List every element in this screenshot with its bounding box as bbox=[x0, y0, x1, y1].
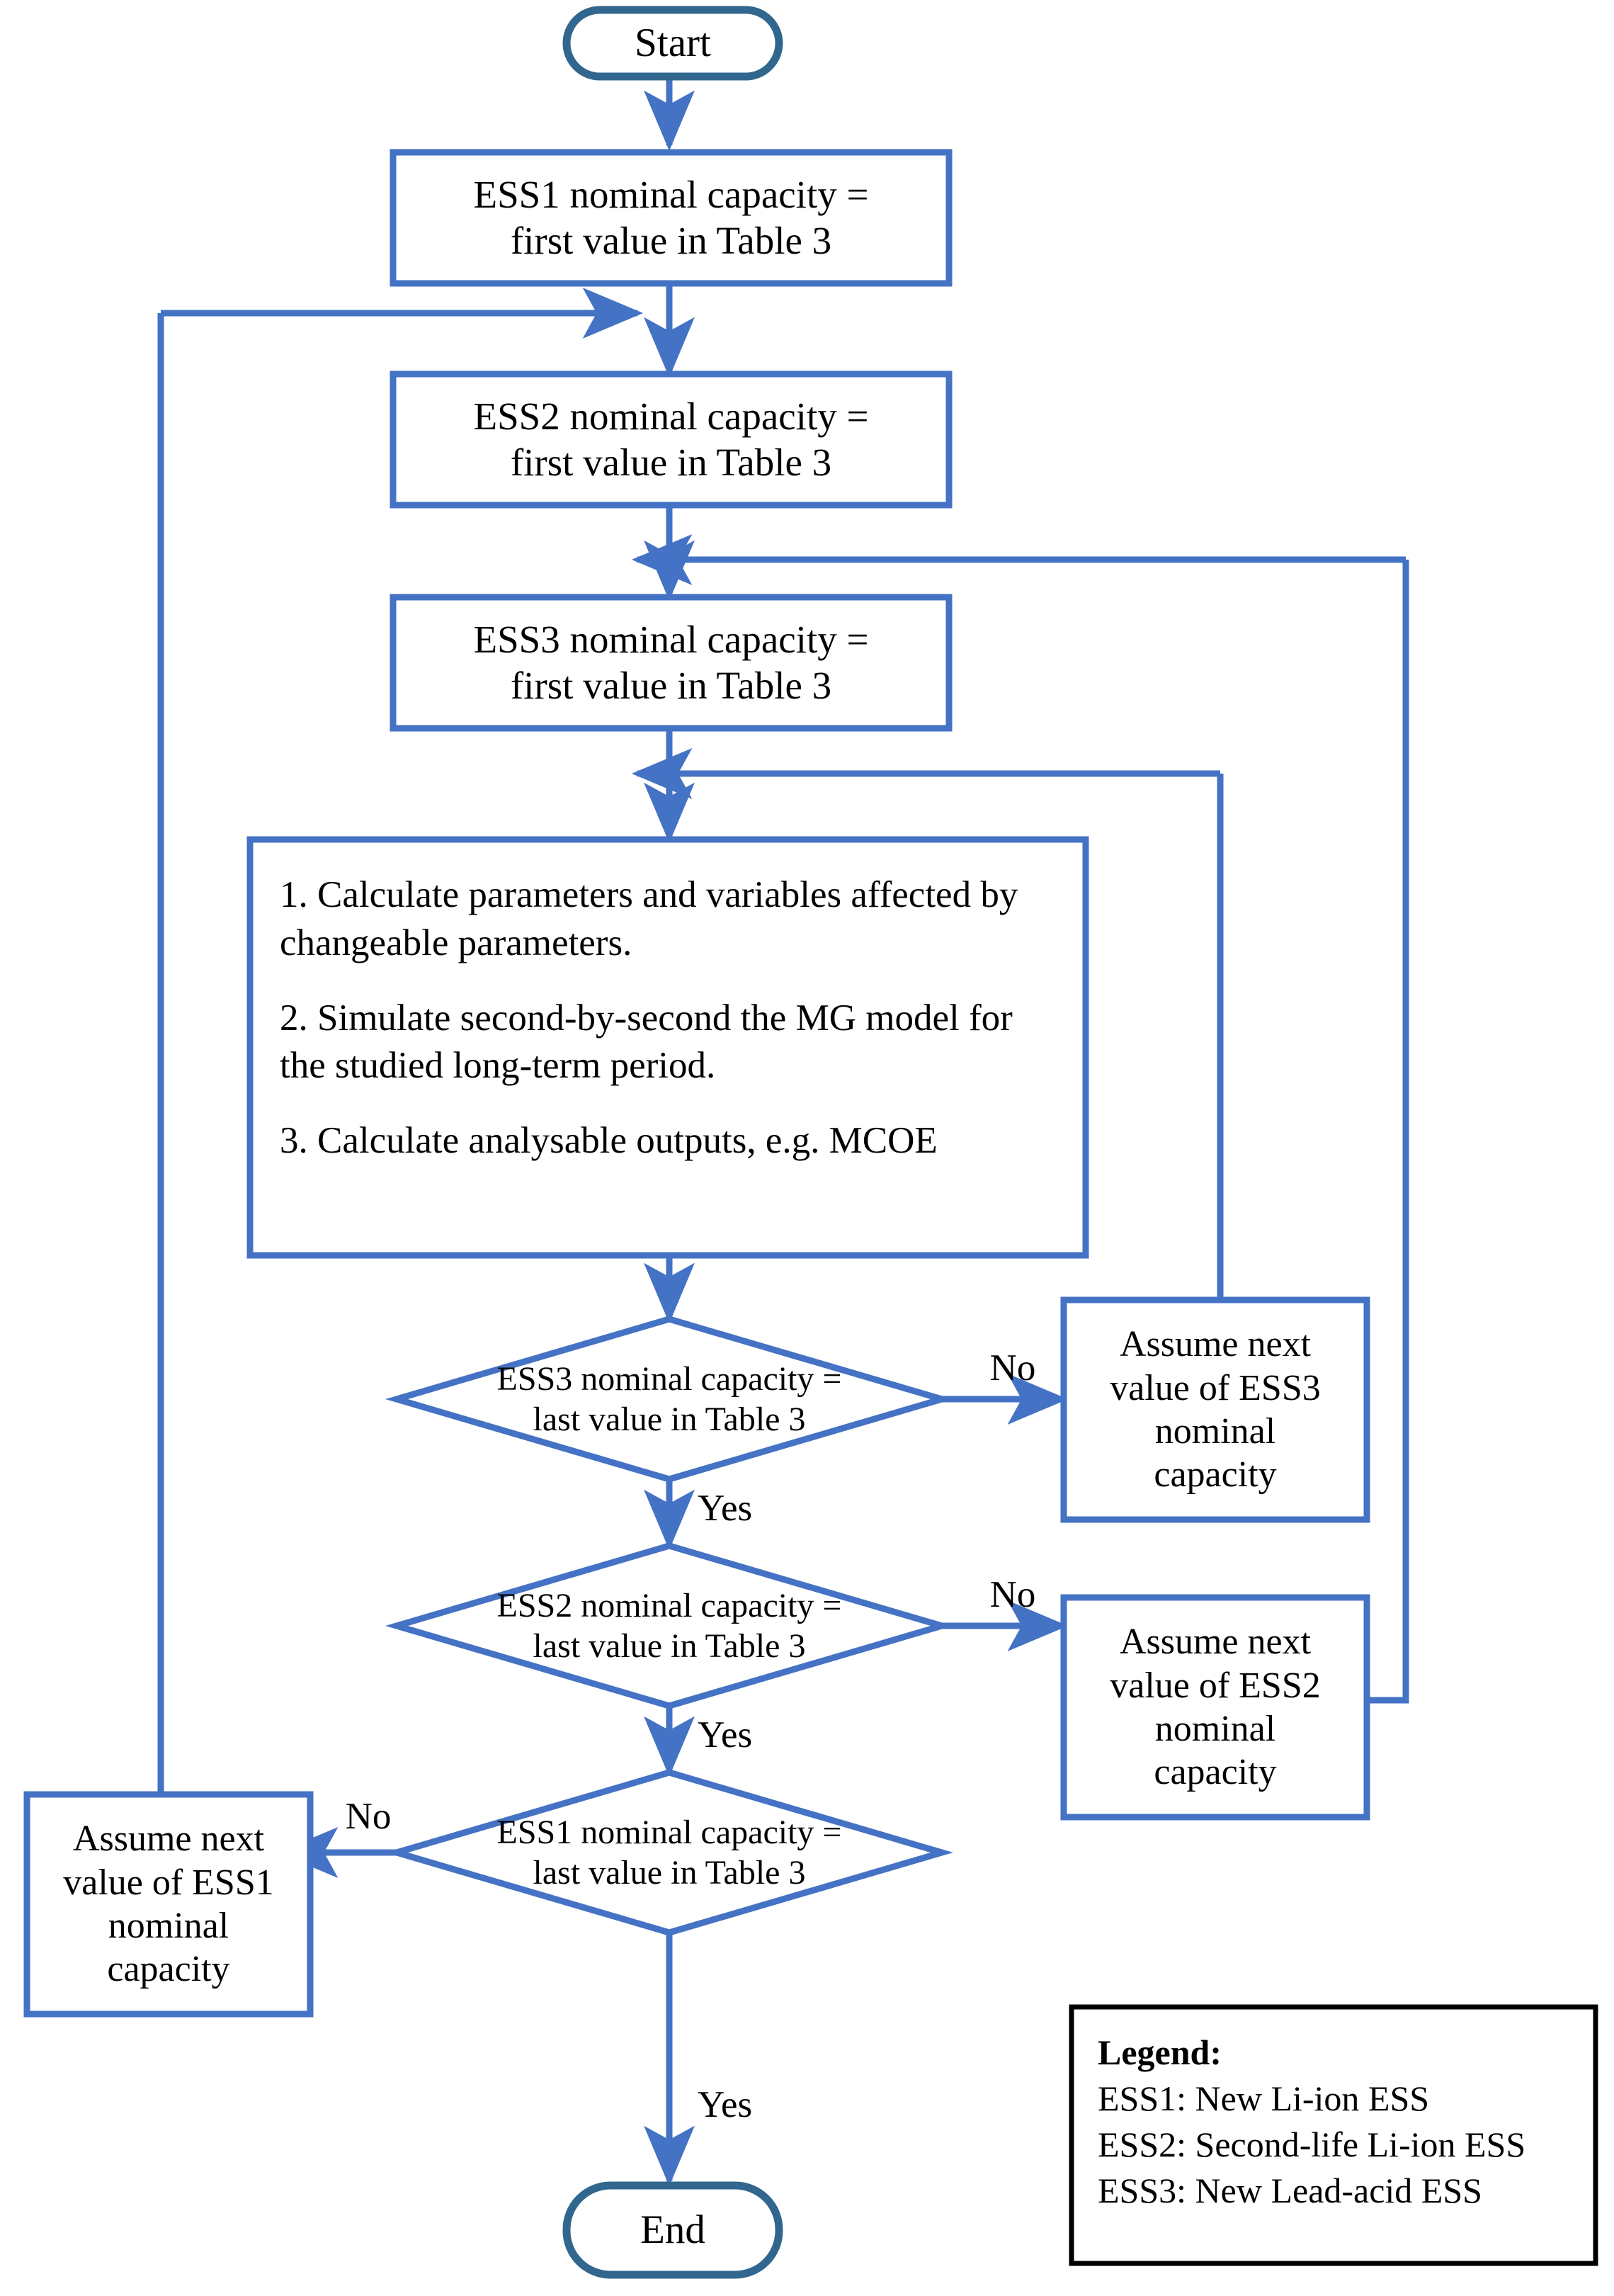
process-step-3: 3. Calculate analysable outputs, e.g. MC… bbox=[280, 1120, 938, 1162]
node-decision-ess3[interactable] bbox=[385, 1316, 953, 1483]
process-step-1: 1. Calculate parameters and variables af… bbox=[280, 874, 1018, 963]
legend-title: Legend: bbox=[1098, 2032, 1222, 2072]
legend-item-ess1: ESS1: New Li-ion ESS bbox=[1098, 2079, 1430, 2118]
node-main-process[interactable] bbox=[246, 836, 1089, 1259]
node-decision-ess2[interactable] bbox=[385, 1542, 953, 1709]
node-start[interactable] bbox=[562, 6, 783, 81]
node-decision-ess1[interactable] bbox=[385, 1769, 953, 1936]
node-ess2-init[interactable] bbox=[390, 371, 953, 509]
legend-item-ess3: ESS3: New Lead-acid ESS bbox=[1098, 2171, 1482, 2210]
node-assume-ess2[interactable] bbox=[1060, 1594, 1370, 1821]
node-main-process-text: 1. Calculate parameters and variables af… bbox=[280, 871, 1059, 1165]
legend-item-ess2: ESS2: Second-life Li-ion ESS bbox=[1098, 2125, 1526, 2164]
node-ess3-init[interactable] bbox=[390, 594, 953, 732]
node-end[interactable] bbox=[562, 2181, 783, 2279]
process-step-2: 2. Simulate second-by-second the MG mode… bbox=[280, 997, 1013, 1087]
connector-assume-ess2-return-riser bbox=[1367, 560, 1409, 1704]
node-ess1-init[interactable] bbox=[390, 149, 953, 287]
node-assume-ess1[interactable] bbox=[23, 1791, 314, 2018]
legend-box bbox=[1069, 2004, 1598, 2266]
node-assume-ess3[interactable] bbox=[1060, 1296, 1370, 1523]
legend-content: Legend: ESS1: New Li-ion ESS ESS2: Secon… bbox=[1098, 2030, 1586, 2214]
